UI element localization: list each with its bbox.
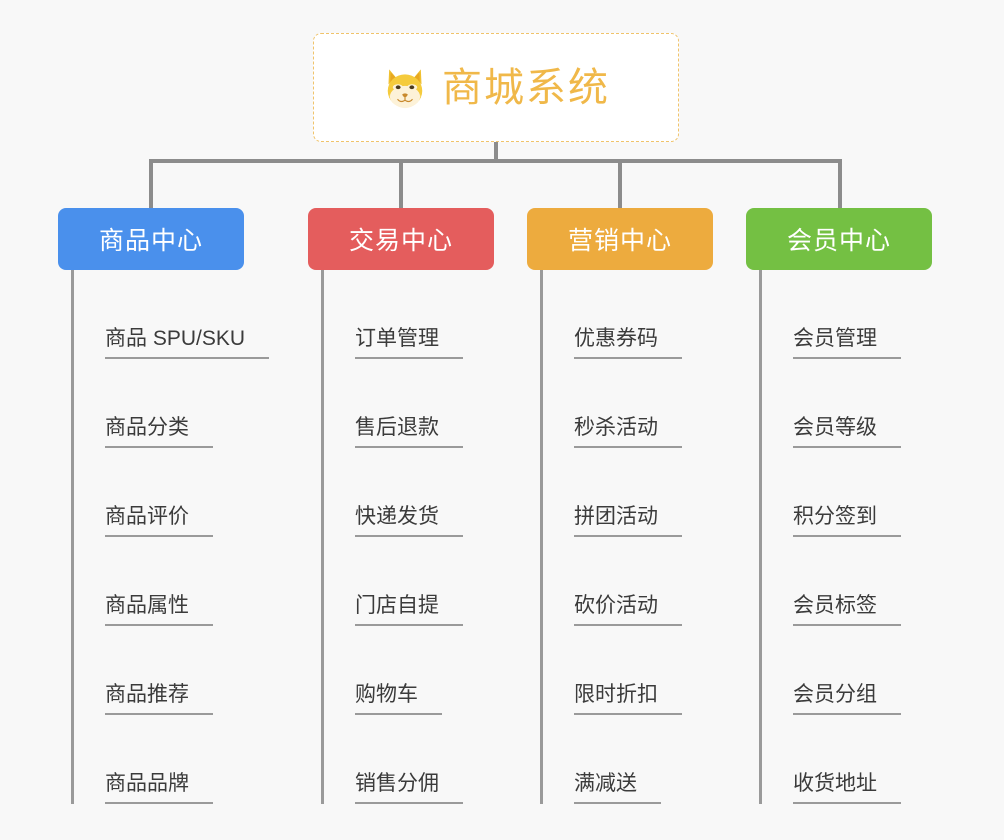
category-title: 会员中心: [786, 227, 891, 255]
list-item[interactable]: 会员标签: [746, 537, 932, 626]
connector-drop-3: [838, 159, 842, 208]
list-item[interactable]: 限时折扣: [527, 626, 713, 715]
connector-drop-0: [149, 159, 153, 208]
column-spine: [759, 270, 762, 804]
leaf-list-member: 会员管理 会员等级 积分签到 会员标签 会员分组 收货地址: [746, 270, 932, 804]
list-item[interactable]: 门店自提: [308, 537, 494, 626]
leaf-label: 订单管理: [355, 327, 463, 359]
leaf-label: 商品属性: [105, 594, 213, 626]
leaf-label: 会员等级: [793, 416, 901, 448]
list-item[interactable]: 商品属性: [58, 537, 244, 626]
category-column-member: 会员中心 会员管理 会员等级 积分签到 会员标签 会员分组 收货地址: [746, 208, 932, 804]
leaf-label: 优惠券码: [574, 327, 682, 359]
leaf-label: 门店自提: [355, 594, 463, 626]
category-header-trade[interactable]: 交易中心: [308, 208, 494, 270]
list-item[interactable]: 秒杀活动: [527, 359, 713, 448]
list-item[interactable]: 订单管理: [308, 270, 494, 359]
list-item[interactable]: 商品评价: [58, 448, 244, 537]
category-column-marketing: 营销中心 优惠券码 秒杀活动 拼团活动 砍价活动 限时折扣 满减送: [527, 208, 713, 804]
category-title: 商品中心: [98, 227, 203, 255]
list-item[interactable]: 拼团活动: [527, 448, 713, 537]
list-item[interactable]: 优惠券码: [527, 270, 713, 359]
list-item[interactable]: 满减送: [527, 715, 713, 804]
connector-trunk: [494, 142, 498, 163]
list-item[interactable]: 积分签到: [746, 448, 932, 537]
leaf-label: 积分签到: [793, 505, 901, 537]
leaf-label: 销售分佣: [355, 772, 463, 804]
category-column-trade: 交易中心 订单管理 售后退款 快递发货 门店自提 购物车 销售分佣: [308, 208, 494, 804]
leaf-label: 商品品牌: [105, 772, 213, 804]
list-item[interactable]: 会员等级: [746, 359, 932, 448]
leaf-label: 满减送: [574, 772, 661, 804]
root-title: 商城系统: [442, 65, 610, 110]
leaf-label: 会员管理: [793, 327, 901, 359]
category-header-marketing[interactable]: 营销中心: [527, 208, 713, 270]
list-item[interactable]: 商品 SPU/SKU: [58, 270, 270, 359]
leaf-label: 商品推荐: [105, 683, 213, 715]
leaf-label: 购物车: [355, 683, 442, 715]
leaf-label: 拼团活动: [574, 505, 682, 537]
column-spine: [71, 270, 74, 804]
category-column-product: 商品中心 商品 SPU/SKU 商品分类 商品评价 商品属性 商品推荐 商品品牌: [58, 208, 270, 804]
category-title: 交易中心: [348, 227, 453, 255]
column-spine: [321, 270, 324, 804]
list-item[interactable]: 快递发货: [308, 448, 494, 537]
leaf-label: 商品分类: [105, 416, 213, 448]
list-item[interactable]: 收货地址: [746, 715, 932, 804]
list-item[interactable]: 销售分佣: [308, 715, 494, 804]
category-header-member[interactable]: 会员中心: [746, 208, 932, 270]
connector-bus-bar: [149, 159, 842, 163]
leaf-label: 秒杀活动: [574, 416, 682, 448]
connector-drop-1: [399, 159, 403, 208]
leaf-list-trade: 订单管理 售后退款 快递发货 门店自提 购物车 销售分佣: [308, 270, 494, 804]
leaf-label: 商品 SPU/SKU: [105, 327, 270, 359]
category-header-product[interactable]: 商品中心: [58, 208, 244, 270]
category-title: 营销中心: [567, 227, 672, 255]
leaf-label: 砍价活动: [574, 594, 682, 626]
leaf-label: 会员分组: [793, 683, 901, 715]
list-item[interactable]: 商品推荐: [58, 626, 244, 715]
root-node-mall-system[interactable]: 商城系统: [313, 33, 679, 142]
leaf-list-product: 商品 SPU/SKU 商品分类 商品评价 商品属性 商品推荐 商品品牌: [58, 270, 270, 804]
column-spine: [540, 270, 543, 804]
leaf-label: 商品评价: [105, 505, 213, 537]
shiba-dog-icon: [387, 68, 423, 108]
list-item[interactable]: 会员分组: [746, 626, 932, 715]
list-item[interactable]: 购物车: [308, 626, 494, 715]
connector-drop-2: [618, 159, 622, 208]
leaf-label: 会员标签: [793, 594, 901, 626]
list-item[interactable]: 商品分类: [58, 359, 244, 448]
leaf-label: 收货地址: [793, 772, 901, 804]
leaf-list-marketing: 优惠券码 秒杀活动 拼团活动 砍价活动 限时折扣 满减送: [527, 270, 713, 804]
list-item[interactable]: 售后退款: [308, 359, 494, 448]
list-item[interactable]: 砍价活动: [527, 537, 713, 626]
list-item[interactable]: 商品品牌: [58, 715, 244, 804]
leaf-label: 限时折扣: [574, 683, 682, 715]
list-item[interactable]: 会员管理: [746, 270, 932, 359]
leaf-label: 售后退款: [355, 416, 463, 448]
leaf-label: 快递发货: [355, 505, 463, 537]
